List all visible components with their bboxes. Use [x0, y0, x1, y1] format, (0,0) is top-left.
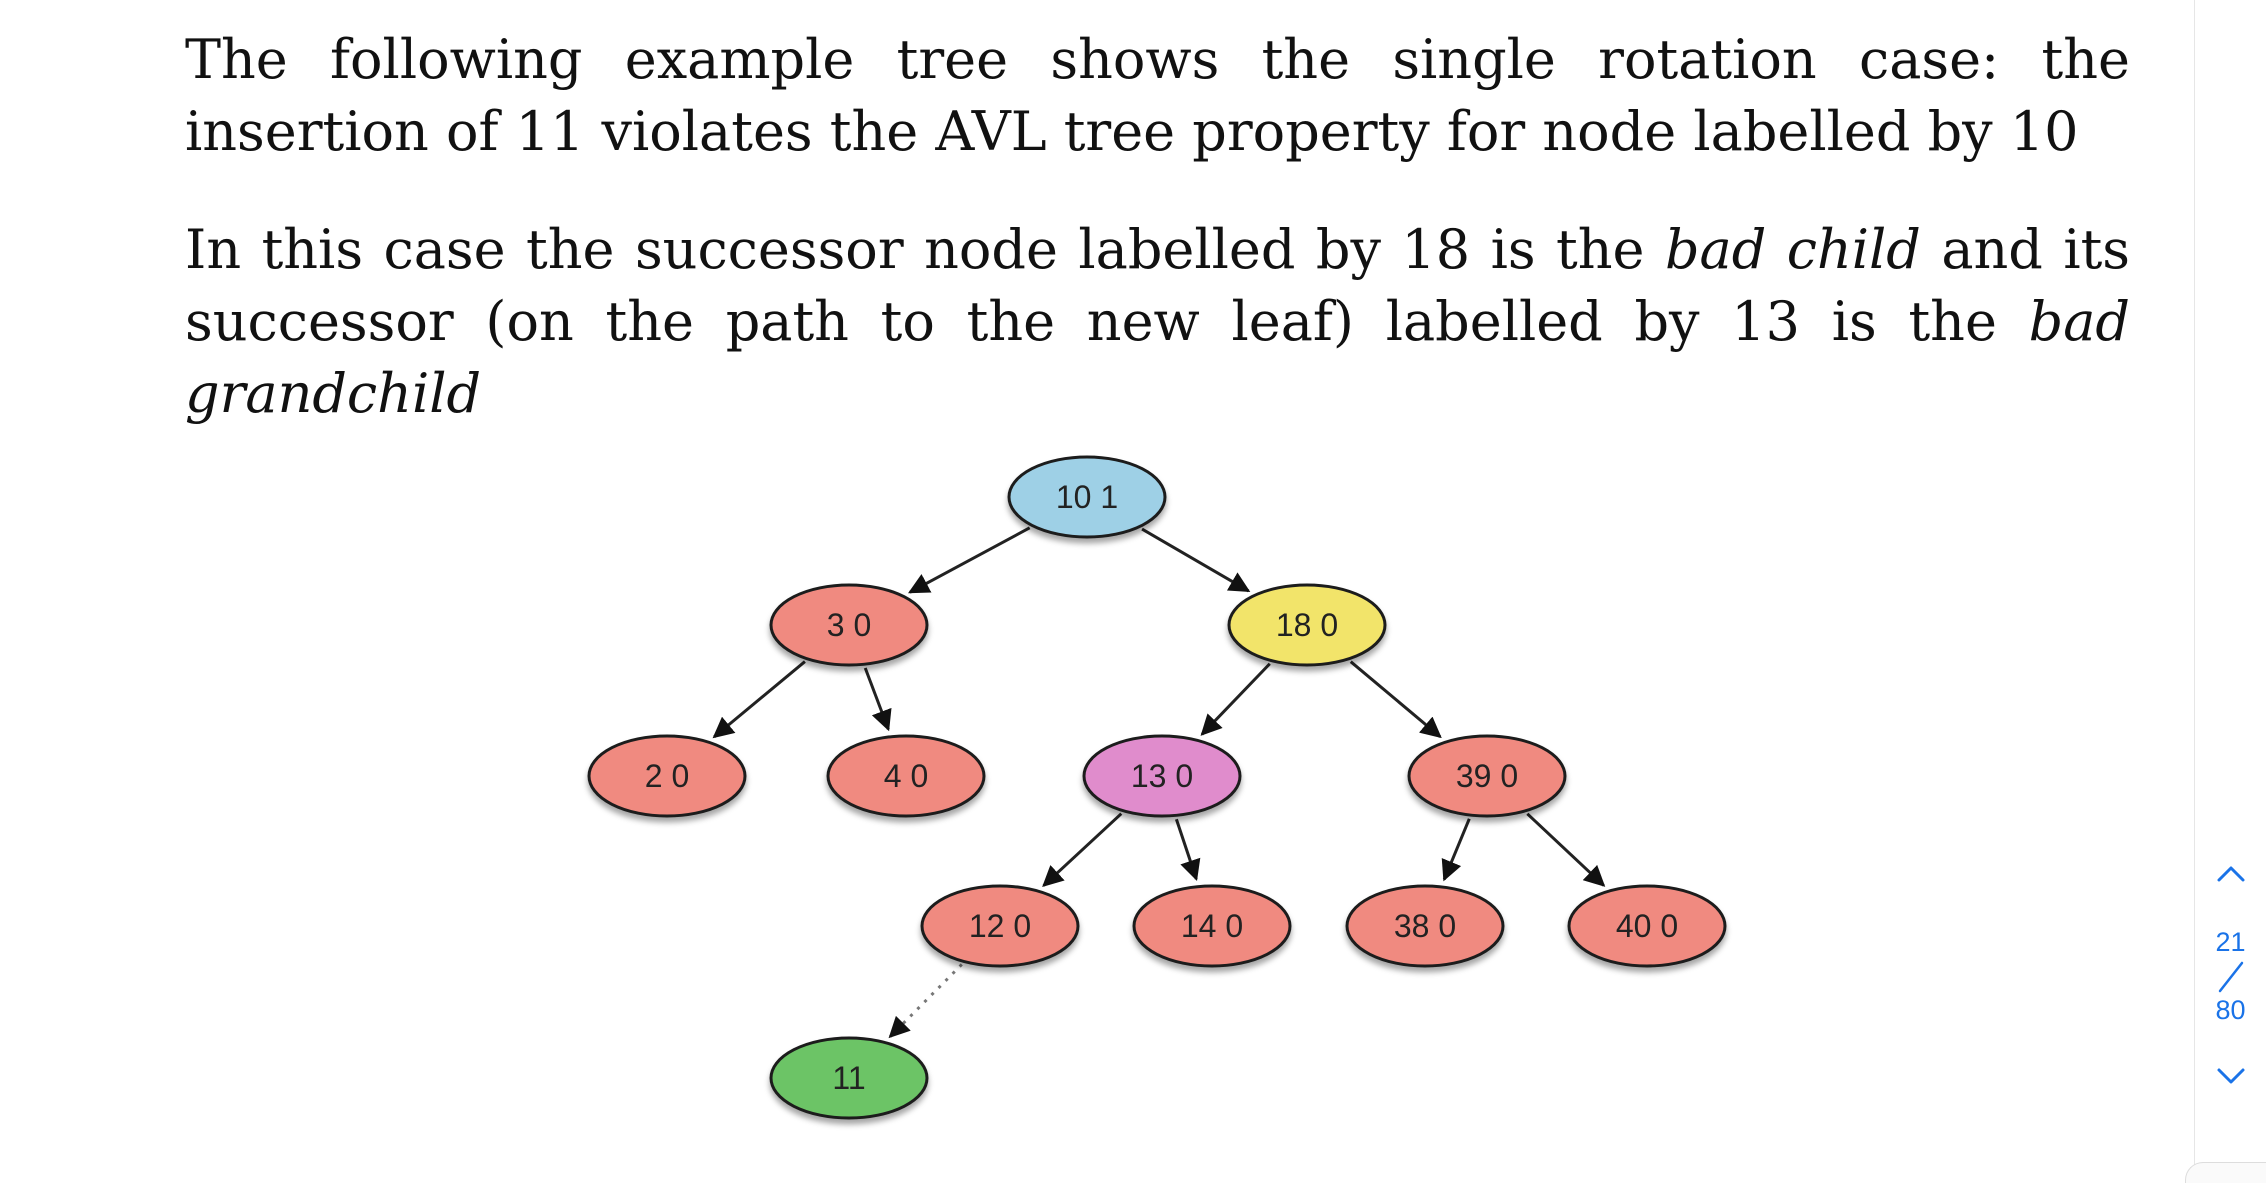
tree-node-2: 2 0	[587, 734, 747, 818]
tree-node-14: 14 0	[1132, 884, 1292, 968]
tree-node-label: 10 1	[1056, 479, 1118, 515]
tree-node-label: 12 0	[969, 908, 1031, 944]
tree-node-4: 4 0	[826, 734, 986, 818]
paragraph-2-part-a: In this case the successor node labelled…	[185, 218, 1665, 281]
tree-node-18: 18 0	[1227, 583, 1387, 667]
tree-node-shape	[1407, 734, 1567, 818]
tree-edge-18-13	[1200, 662, 1271, 736]
tree-edge-39-40	[1526, 812, 1606, 887]
tree-node-shape	[1345, 884, 1505, 968]
term-bad-child: bad child	[1664, 218, 1921, 281]
tree-edge-10-18	[1141, 527, 1251, 593]
corner-tab	[2185, 1162, 2266, 1183]
tree-edge-10-3	[908, 526, 1031, 594]
tree-node-13: 13 0	[1082, 734, 1242, 818]
term-bad-grandchild: bad grandchild	[185, 290, 2130, 425]
tree-node-11: 11	[769, 1036, 929, 1120]
tree-node-shape	[920, 884, 1080, 968]
tree-node-shape	[1082, 734, 1242, 818]
tree-node-3: 3 0	[769, 583, 929, 667]
tree-node-label: 13 0	[1131, 758, 1193, 794]
tree-edge-3-4	[863, 667, 892, 732]
tree-node-label: 18 0	[1276, 607, 1338, 643]
tree-edge-12-11	[888, 963, 963, 1039]
tree-node-shape	[769, 1036, 929, 1120]
page-separator-slash	[2218, 961, 2244, 993]
tree-edge-18-39	[1349, 660, 1442, 739]
avl-tree-diagram: 10 1 3 0 18 0 2 0 4 0 13 0 39 0 12 0 14 0 38 0 40 …	[587, 455, 1727, 1120]
paragraph-2: In this case the successor node labelled…	[185, 214, 2130, 430]
current-page-number: 21	[2215, 927, 2246, 957]
page-navigator: 21 80	[2185, 0, 2266, 1183]
tree-node-label: 4 0	[884, 758, 928, 794]
chevron-up-icon[interactable]	[2195, 852, 2266, 896]
tree-node-40: 40 0	[1567, 884, 1727, 968]
tree-node-shape	[1567, 884, 1727, 968]
tree-node-label: 11	[832, 1060, 865, 1096]
tree-edge-13-12	[1042, 812, 1123, 887]
tree-edge-39-38	[1441, 818, 1471, 882]
tree-node-shape	[1007, 455, 1167, 539]
paragraph-1: The following example tree shows the sin…	[185, 28, 2130, 163]
total-pages-number: 80	[2215, 995, 2246, 1025]
tree-edge-13-14	[1174, 818, 1201, 881]
tree-node-12: 12 0	[920, 884, 1080, 968]
chevron-down-icon[interactable]	[2195, 1054, 2266, 1098]
tree-node-shape	[826, 734, 986, 818]
tree-node-10: 10 1	[1007, 455, 1167, 539]
tree-node-label: 40 0	[1616, 908, 1678, 944]
tree-node-label: 38 0	[1394, 908, 1456, 944]
tree-node-label: 39 0	[1456, 758, 1518, 794]
slide-content: The following example tree shows the sin…	[185, 28, 2131, 1120]
tree-node-39: 39 0	[1407, 734, 1567, 818]
tree-node-shape	[587, 734, 747, 818]
tree-node-label: 2 0	[645, 758, 689, 794]
tree-node-shape	[1132, 884, 1292, 968]
tree-node-label: 3 0	[827, 607, 871, 643]
tree-node-shape	[1227, 583, 1387, 667]
tree-edge-3-2	[712, 660, 806, 739]
tree-node-shape	[769, 583, 929, 667]
tree-node-label: 14 0	[1181, 908, 1243, 944]
tree-node-38: 38 0	[1345, 884, 1505, 968]
paragraph-2-part-b: and its successor (on the path to the ne…	[185, 218, 2131, 353]
